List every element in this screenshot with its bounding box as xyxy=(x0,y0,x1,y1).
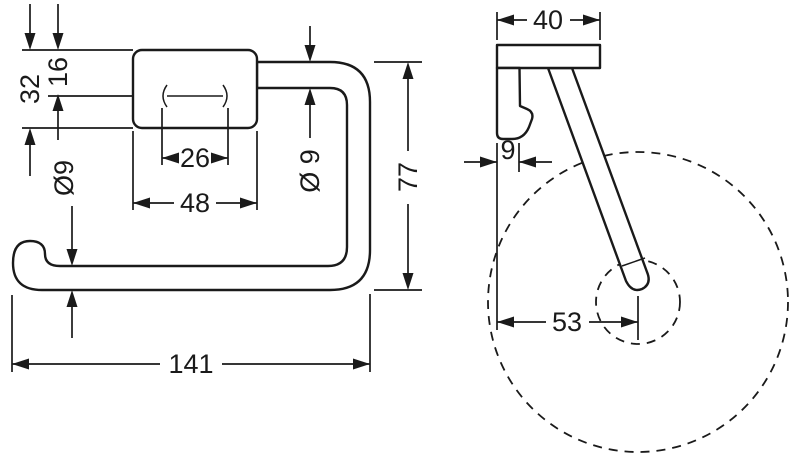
dim-label-32: 32 xyxy=(15,74,45,104)
dim-depth: 40 xyxy=(496,5,601,40)
dim-hole-spacing: 26 xyxy=(161,108,229,173)
dim-label-26: 26 xyxy=(180,143,210,173)
wall-plate xyxy=(131,48,259,130)
dim-bar-diameter-top: Ø 9 xyxy=(295,26,325,193)
dim-overall-height: 77 xyxy=(374,61,423,291)
dim-plate-height: 32 xyxy=(15,4,45,176)
dim-label-16: 16 xyxy=(43,57,73,87)
screw-slot-right xyxy=(222,84,228,108)
roll-outer-circle xyxy=(487,151,789,453)
dim-label-77: 77 xyxy=(393,162,423,192)
side-view: 40 9 53 xyxy=(464,5,789,453)
dim-label-40: 40 xyxy=(533,5,563,35)
dim-label-dia9-left: Ø9 xyxy=(49,160,79,196)
dim-label-9: 9 xyxy=(500,135,515,165)
arm-tip-seam xyxy=(621,257,646,267)
dim-bar-diameter-bottom: Ø9 xyxy=(49,160,79,338)
front-view: 32 16 Ø9 26 xyxy=(11,4,423,379)
wall-plate-profile xyxy=(495,66,534,141)
holder-bar-outline xyxy=(11,60,372,292)
dim-label-48: 48 xyxy=(180,188,210,218)
screw-slot-left xyxy=(162,84,168,108)
mount-slab xyxy=(495,43,602,70)
dim-plate-width: 48 xyxy=(132,131,258,218)
dim-overall-width: 141 xyxy=(11,294,371,379)
dim-label-dia9-right: Ø 9 xyxy=(295,149,325,193)
dim-wall-to-roll-center: 53 xyxy=(497,296,639,340)
dim-top-to-holes: 16 xyxy=(43,4,73,140)
holder-arm xyxy=(546,66,650,292)
dim-label-53: 53 xyxy=(552,307,582,337)
dim-label-141: 141 xyxy=(168,349,213,379)
dim-plate-thickness: 9 xyxy=(464,135,552,330)
